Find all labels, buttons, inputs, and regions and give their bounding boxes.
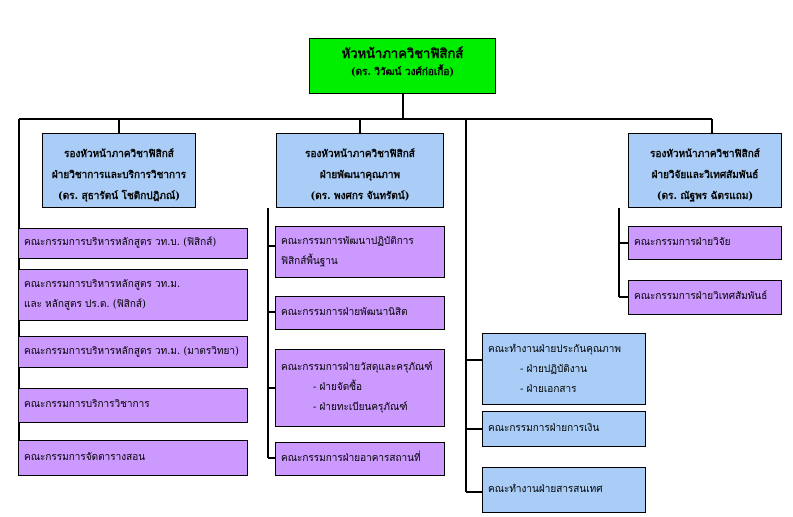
deputy-research-line3: (ดร. ณัฐพร ฉัตรแถม) — [656, 191, 754, 202]
committee-bsc-curriculum-label: คณะกรรมการบริหารหลักสูตร วท.บ. (ฟิสิกส์) — [24, 237, 217, 249]
deputy-academic-line1: รองหัวหน้าภาควิชาฟิสิกส์ — [64, 149, 174, 160]
committee-academic-service-label: คณะกรรมการบริการวิชาการ — [24, 399, 150, 411]
committee-metrology-curriculum: คณะกรรมการบริหารหลักสูตร วท.ม. (มาตรวิทย… — [18, 336, 248, 368]
committee-research-label: คณะกรรมการฝ่ายวิจัย — [634, 236, 731, 248]
committee-buildings: คณะกรรมการฝ่ายอาคารสถานที่ — [275, 442, 445, 476]
committee-student-development: คณะกรรมการฝ่ายพัฒนานิสิต — [275, 296, 445, 330]
committee-msc-phd-curriculum: คณะกรรมการบริหารหลักสูตร วท.ม. และ หลักส… — [18, 269, 248, 321]
deputy-academic-line3: (ดร. สุธารัตน์ โชติกปฎิภณ์) — [58, 191, 180, 202]
head-name: (ดร. วิวัฒน์ วงศ์ก่อเกื้อ) — [350, 67, 455, 78]
committee-international-label: คณะกรรมการฝ่ายวิเทศสัมพันธ์ — [634, 291, 768, 303]
head-of-department-box: หัวหน้าภาควิชาฟิสิกส์ (ดร. วิวัฒน์ วงศ์ก… — [309, 38, 496, 94]
committee-msc-phd-line2: และ หลักสูตร ปร.ด. (ฟิสิกส์) — [24, 299, 146, 310]
committee-basic-lab-line2: ฟิสิกส์พื้นฐาน — [281, 256, 338, 267]
committee-msc-phd-line1: คณะกรรมการบริหารหลักสูตร วท.ม. — [24, 279, 181, 290]
committee-supplies-title: คณะกรรมการฝ่ายวัสดุและครุภัณฑ์ — [281, 362, 433, 373]
committee-academic-service: คณะกรรมการบริการวิชาการ — [18, 388, 248, 423]
deputy-quality-line3: (ดร. พงศกร จันทรัตน์) — [310, 191, 410, 202]
committee-buildings-label: คณะกรรมการฝ่ายอาคารสถานที่ — [281, 452, 421, 464]
committee-supplies-sub-registry: - ฝ่ายทะเบียนครุภัณฑ์ — [313, 402, 408, 413]
committee-metrology-label: คณะกรรมการบริหารหลักสูตร วท.ม. (มาตรวิทย… — [24, 345, 239, 357]
deputy-academic-line2: ฝ่ายวิชาการและบริการวิชาการ — [51, 170, 187, 181]
committee-supplies-equipment: คณะกรรมการฝ่ายวัสดุและครุภัณฑ์ - ฝ่ายจัด… — [275, 349, 445, 427]
deputy-academic-box: รองหัวหน้าภาควิชาฟิสิกส์ ฝ่ายวิชาการและบ… — [42, 133, 196, 208]
team-information-label: คณะทำงานฝ่ายสารสนเทศ — [488, 483, 603, 495]
committee-timetable: คณะกรรมการจัดตารางสอน — [18, 440, 248, 476]
committee-basic-physics-lab: คณะกรรมการพัฒนาปฏิบัติการ ฟิสิกส์พื้นฐาน — [275, 226, 445, 278]
deputy-research-line1: รองหัวหน้าภาควิชาฟิสิกส์ — [650, 149, 760, 160]
committee-bsc-curriculum: คณะกรรมการบริหารหลักสูตร วท.บ. (ฟิสิกส์) — [18, 228, 248, 259]
team-qa-title: คณะทำงานฝ่ายประกันคุณภาพ — [488, 344, 621, 355]
committee-supplies-sub-purchasing: - ฝ่ายจัดซื้อ — [313, 382, 363, 393]
deputy-research-box: รองหัวหน้าภาควิชาฟิสิกส์ ฝ่ายวิจัยและวิเ… — [628, 133, 782, 208]
team-qa-sub-operations: - ฝ่ายปฏิบัติงาน — [520, 364, 588, 375]
deputy-quality-line2: ฝ่ายพัฒนาคุณภาพ — [319, 170, 401, 181]
committee-timetable-label: คณะกรรมการจัดตารางสอน — [24, 451, 146, 463]
team-qa-sub-documents: - ฝ่ายเอกสาร — [520, 384, 577, 395]
deputy-research-line2: ฝ่ายวิจัยและวิเทศสัมพันธ์ — [651, 170, 759, 181]
team-quality-assurance: คณะทำงานฝ่ายประกันคุณภาพ - ฝ่ายปฏิบัติงา… — [482, 333, 646, 405]
head-title: หัวหน้าภาควิชาฟิสิกส์ — [341, 47, 464, 62]
committee-finance-label: คณะกรรมการฝ่ายการเงิน — [488, 422, 600, 434]
committee-basic-lab-line1: คณะกรรมการพัฒนาปฏิบัติการ — [281, 236, 414, 247]
deputy-quality-line1: รองหัวหน้าภาควิชาฟิสิกส์ — [305, 149, 415, 160]
committee-international-relations: คณะกรรมการฝ่ายวิเทศสัมพันธ์ — [628, 280, 782, 315]
team-information: คณะทำงานฝ่ายสารสนเทศ — [482, 467, 646, 513]
committee-student-development-label: คณะกรรมการฝ่ายพัฒนานิสิต — [281, 306, 408, 318]
deputy-quality-box: รองหัวหน้าภาควิชาฟิสิกส์ ฝ่ายพัฒนาคุณภาพ… — [276, 133, 444, 208]
committee-research: คณะกรรมการฝ่ายวิจัย — [628, 226, 782, 260]
committee-finance: คณะกรรมการฝ่ายการเงิน — [482, 411, 646, 447]
